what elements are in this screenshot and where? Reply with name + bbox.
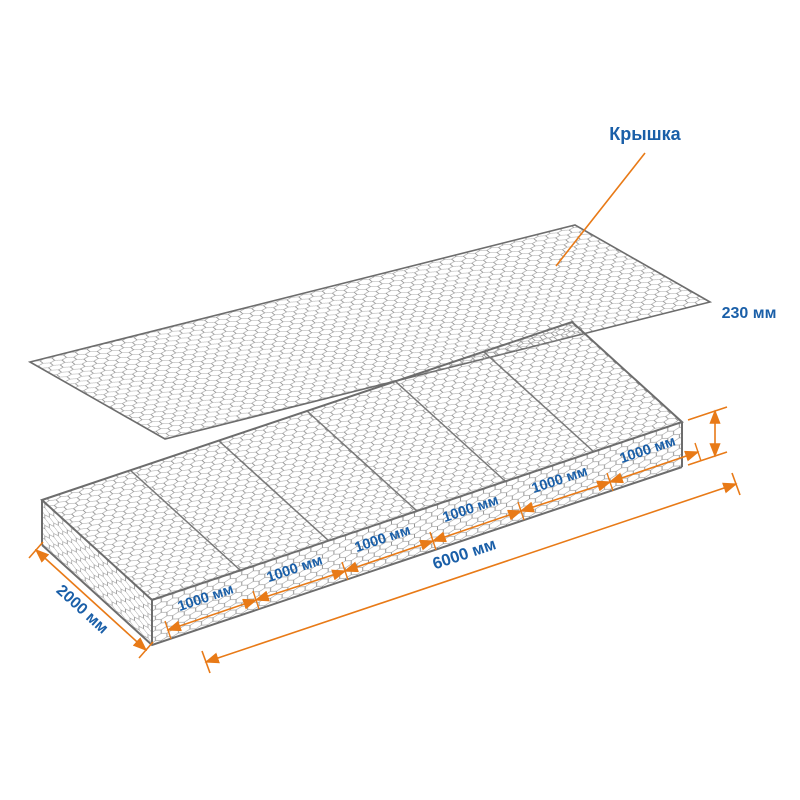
- height-label: 230 мм: [722, 305, 777, 322]
- height-extension-line: [687, 406, 728, 421]
- length-tick: [731, 472, 741, 496]
- lid-mesh-panel: [27, 224, 713, 440]
- dimension-lines: [28, 152, 741, 674]
- length-dimension-line: [204, 482, 738, 664]
- divider-line: [394, 380, 506, 482]
- width-tick: [28, 541, 44, 559]
- divider-line: [483, 351, 595, 453]
- segment-dimension-line: [608, 450, 700, 484]
- length-tick: [201, 650, 211, 674]
- lid-label: Крышка: [609, 124, 681, 144]
- width-dimension-line: [34, 548, 148, 652]
- lid: [27, 224, 713, 440]
- segment-tick: [694, 442, 702, 462]
- width-tick: [138, 641, 154, 659]
- lid-leader-line: [555, 152, 646, 267]
- segment-tick: [164, 620, 172, 640]
